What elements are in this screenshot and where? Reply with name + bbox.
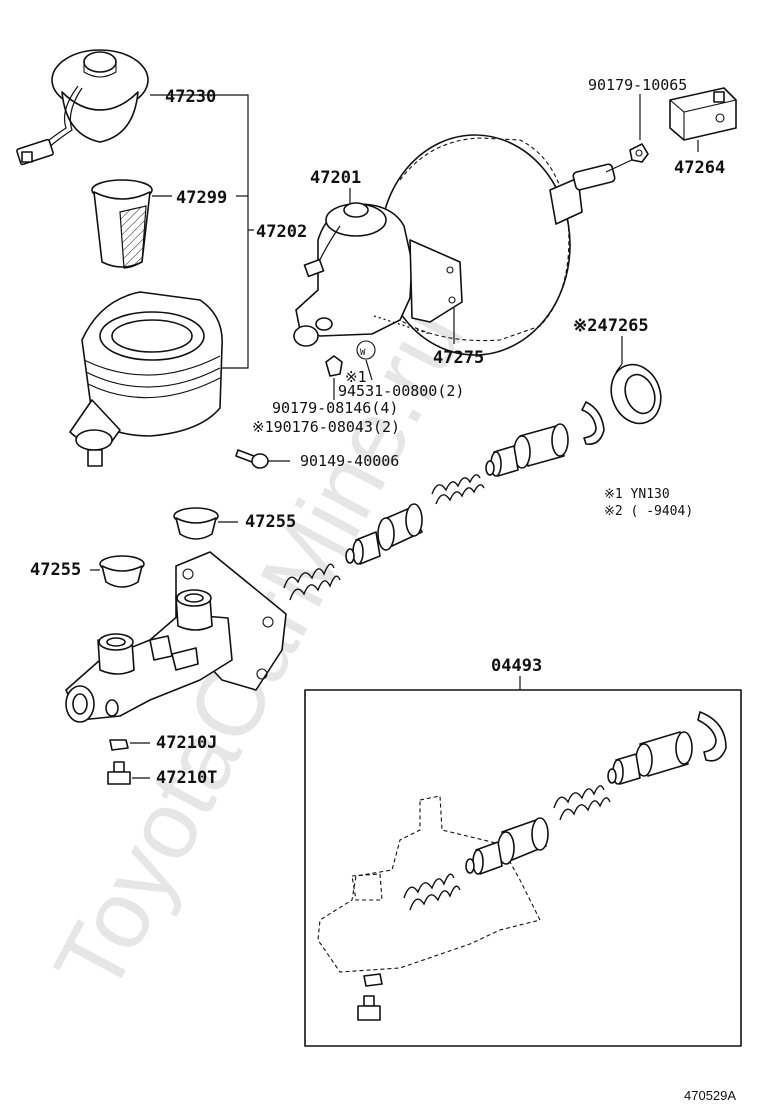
note-2: ※2 ( -9404) <box>604 504 693 519</box>
kit-04493-box <box>304 689 742 1047</box>
label-94531-note: ※1 <box>345 368 367 386</box>
snap-ring-upper <box>581 401 605 446</box>
piston-assembly-upper <box>283 423 569 601</box>
bleeder-47210T <box>107 761 150 785</box>
master-cylinder-body <box>65 551 287 723</box>
label-47299: 47299 <box>176 188 227 208</box>
reservoir-tank <box>69 291 223 467</box>
reservoir-cap-with-sensor <box>16 49 149 166</box>
upper-master-cylinder-assembly <box>293 202 463 347</box>
label-47201: 47201 <box>310 168 361 188</box>
label-90176-08043: ※190176-08043(2) <box>252 418 400 436</box>
screw-90149-40006 <box>235 449 290 469</box>
reservoir-strainer <box>91 179 153 269</box>
label-94531: 94531-00800(2) <box>338 382 464 400</box>
grommet-47255-top <box>173 507 238 540</box>
label-47255-top: 47255 <box>245 512 296 532</box>
nut-90179-10065 <box>629 94 649 163</box>
label-47255-left: 47255 <box>30 560 81 580</box>
label-47210T: 47210T <box>156 768 217 788</box>
grommet-47255-left <box>90 555 145 588</box>
figure-id: 470529A <box>684 1088 736 1103</box>
kit-04493-contents <box>317 711 727 1021</box>
label-47264: 47264 <box>674 158 725 178</box>
label-90179-08146: 90179-08146(4) <box>272 399 398 417</box>
note-1: ※1 YN130 <box>604 487 670 502</box>
label-47265: ※247265 <box>573 316 649 336</box>
nut-90179-08146 <box>325 355 343 400</box>
label-47275: 47275 <box>433 348 484 368</box>
label-90179-10065: 90179-10065 <box>588 76 687 94</box>
label-47230: 47230 <box>165 87 216 107</box>
seal-47265 <box>610 336 662 425</box>
washer-mark: W <box>360 348 366 358</box>
label-90149-40006: 90149-40006 <box>300 452 399 470</box>
label-04493: 04493 <box>491 656 542 676</box>
label-47210J: 47210J <box>156 733 217 753</box>
washer-94531 <box>356 340 376 360</box>
clevis-47264 <box>669 87 737 152</box>
label-47202: 47202 <box>256 222 307 242</box>
washer-47210J <box>109 739 150 751</box>
brake-booster <box>379 134 637 356</box>
